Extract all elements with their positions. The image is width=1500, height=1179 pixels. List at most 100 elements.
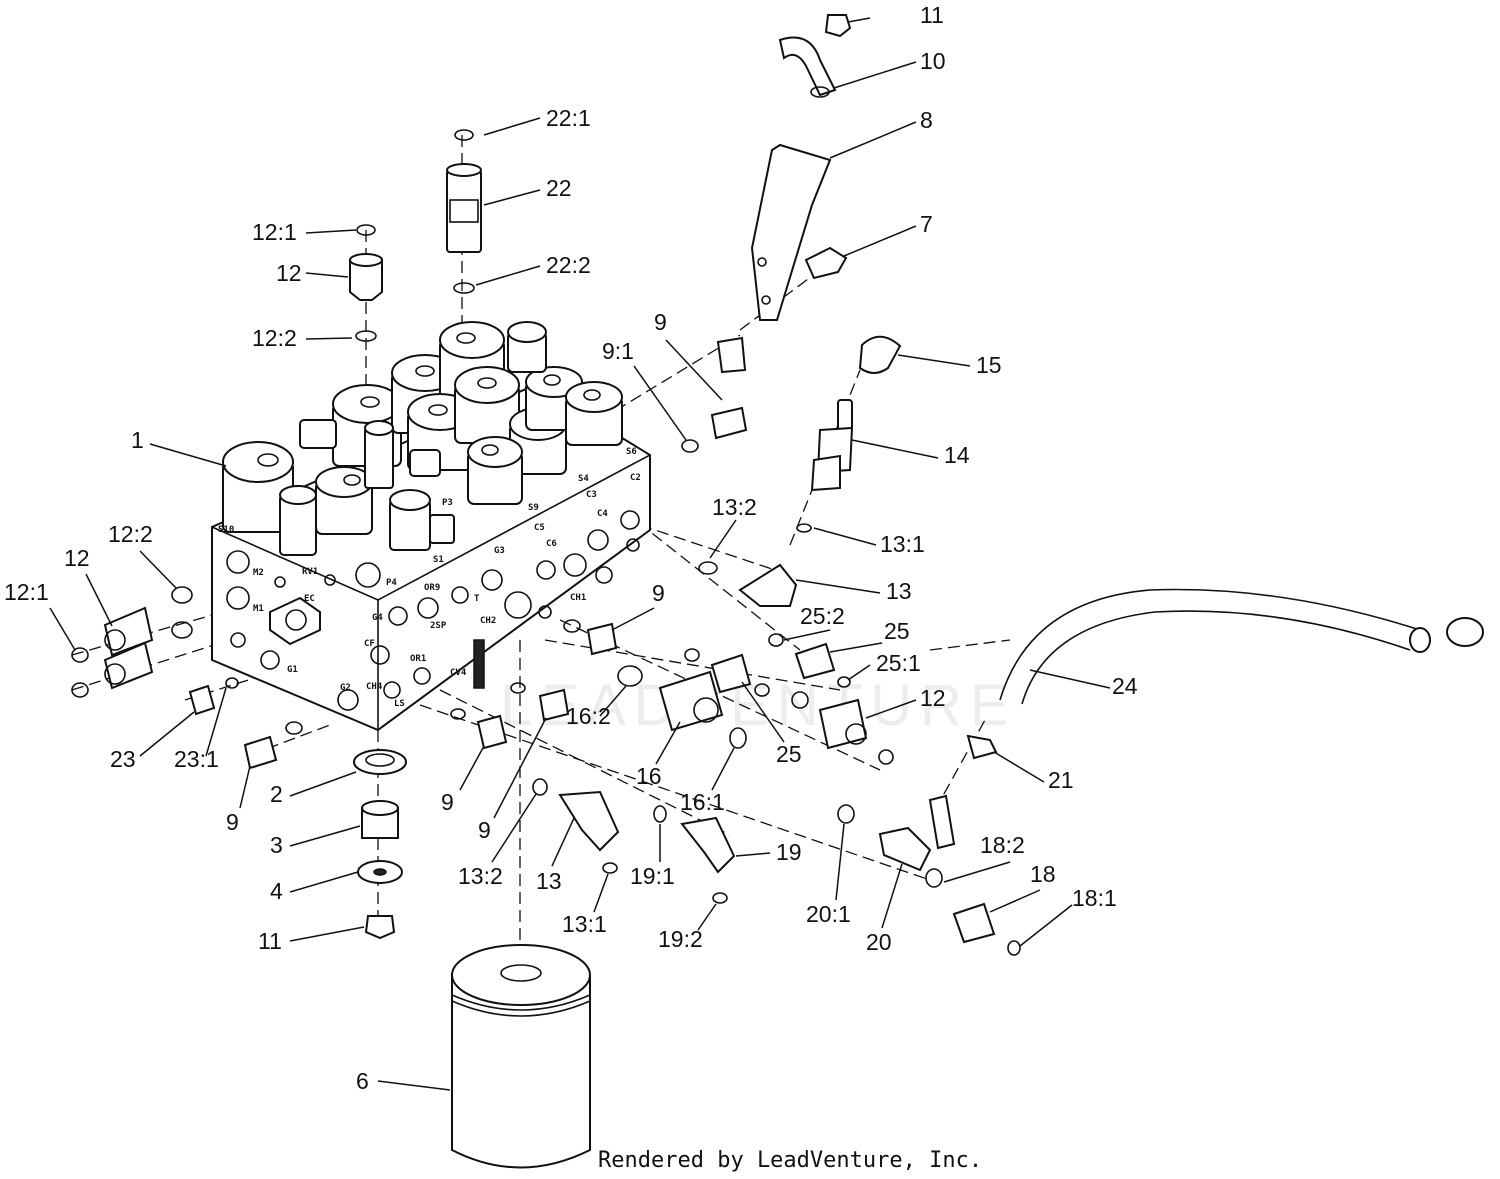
callout-c-11-top: 11 bbox=[920, 2, 944, 28]
o-ring-25-1 bbox=[837, 676, 851, 688]
callout-c-21: 21 bbox=[1048, 767, 1074, 793]
o-ring-12-1-a bbox=[71, 647, 89, 663]
callout-c-9-1: 9:1 bbox=[602, 338, 634, 364]
o-ring-25-2 bbox=[768, 633, 784, 647]
plug-part-9-top bbox=[710, 406, 748, 440]
callout-c-9-b: 9 bbox=[226, 809, 239, 835]
o-ring-12-2-b bbox=[171, 621, 193, 639]
callout-c-14: 14 bbox=[944, 442, 970, 468]
washer-part-2 bbox=[353, 749, 407, 775]
port-label-p-m2: M2 bbox=[253, 568, 264, 578]
port-label-p-2sp: 2SP bbox=[430, 621, 447, 631]
callout-c-13-2-top: 13:2 bbox=[712, 494, 757, 520]
cartridge-p3 bbox=[364, 427, 394, 489]
left-fittings bbox=[71, 586, 303, 770]
check-valve-22 bbox=[446, 169, 482, 253]
callout-c-11-low: 11 bbox=[258, 928, 282, 954]
callout-c-12-right: 12 bbox=[920, 685, 946, 711]
o-ring-19-2 bbox=[712, 892, 728, 904]
o-ring-12-2-a bbox=[171, 586, 193, 604]
callout-c-25-1: 25:1 bbox=[876, 650, 921, 676]
port-label-p-or9: OR9 bbox=[424, 583, 440, 593]
plug-part-9-left bbox=[243, 735, 278, 770]
coil-10 bbox=[467, 436, 523, 505]
coil-1 bbox=[222, 441, 294, 533]
o-ring-9-1 bbox=[681, 439, 699, 453]
callout-c-9-c: 9 bbox=[478, 817, 491, 843]
solenoid-coils bbox=[222, 321, 623, 556]
callout-c-13-right: 13 bbox=[886, 578, 912, 604]
port-label-p-m1: M1 bbox=[253, 604, 264, 614]
watermark-text: LEADVENTURE bbox=[500, 673, 1017, 738]
dust-cap-part-15 bbox=[858, 335, 902, 374]
callout-c-19-2: 19:2 bbox=[658, 926, 703, 952]
port-label-p-ch4: CH4 bbox=[366, 682, 383, 692]
port-label-p-ch2: CH2 bbox=[480, 616, 496, 626]
port-label-p-cv4: CV4 bbox=[450, 668, 467, 678]
port-label-p-c4: C4 bbox=[597, 509, 608, 519]
callout-c-6: 6 bbox=[356, 1068, 369, 1094]
callout-c-18-2: 18:2 bbox=[980, 832, 1025, 858]
port-label-p-p4: P4 bbox=[386, 578, 397, 588]
bracket-assembly bbox=[716, 14, 852, 374]
callout-c-13-2-low: 13:2 bbox=[458, 863, 503, 889]
elbow-part-20 bbox=[878, 826, 932, 872]
o-ring-12-1-b bbox=[71, 682, 89, 698]
port-label-p-g3: G3 bbox=[494, 546, 505, 556]
elbow-part-19 bbox=[680, 816, 736, 874]
port-label-p-s4: S4 bbox=[578, 474, 589, 484]
fitting-part-18 bbox=[952, 902, 996, 944]
port-label-p-g2: G2 bbox=[340, 683, 351, 693]
port-label-p-ch1: CH1 bbox=[570, 593, 586, 603]
callout-c-22-1: 22:1 bbox=[546, 105, 591, 131]
coupler-assembly bbox=[681, 335, 902, 607]
coupler-part-14 bbox=[837, 399, 853, 431]
o-ring-20-1 bbox=[837, 804, 855, 824]
callout-c-16-2: 16:2 bbox=[566, 703, 611, 729]
callout-c-13-low: 13 bbox=[536, 868, 562, 894]
o-ring-22-1 bbox=[454, 129, 474, 141]
callout-c-8: 8 bbox=[920, 107, 933, 133]
o-ring-18-1 bbox=[1007, 940, 1021, 956]
callout-c-19-1: 19:1 bbox=[630, 863, 675, 889]
o-ring-12-1-top bbox=[356, 224, 376, 236]
callout-c-7: 7 bbox=[920, 211, 933, 237]
o-ring-13-1-top bbox=[796, 523, 812, 533]
callout-c-3: 3 bbox=[270, 832, 283, 858]
callout-c-9-top: 9 bbox=[654, 309, 667, 335]
port-label-p-c5: C5 bbox=[534, 523, 545, 533]
callout-c-18-1: 18:1 bbox=[1072, 885, 1117, 911]
port-label-p-g4: G4 bbox=[372, 613, 383, 623]
plug-part-9-c bbox=[538, 688, 570, 722]
hose-clamp bbox=[1446, 617, 1484, 647]
callout-c-25-low: 25 bbox=[776, 741, 802, 767]
callout-c-22: 22 bbox=[546, 175, 572, 201]
rendered-by-credit: Rendered by LeadVenture, Inc. bbox=[598, 1148, 982, 1173]
elbow-part-13-top bbox=[738, 563, 798, 607]
bolt-part-7 bbox=[804, 246, 848, 280]
port-label-p-rv1: RV1 bbox=[302, 567, 318, 577]
port-labels: S10M2M1ECRV1P4S1G1G2G4CFCH4LSOR1OR92SPCV… bbox=[218, 447, 641, 709]
callout-c-16: 16 bbox=[636, 763, 662, 789]
clamp-part-21 bbox=[966, 734, 998, 760]
nut-part-11-top bbox=[824, 14, 852, 38]
callout-c-1: 1 bbox=[131, 427, 144, 453]
o-ring-16-1 bbox=[729, 727, 747, 749]
callout-c-10: 10 bbox=[920, 48, 946, 74]
fittings-top bbox=[349, 129, 482, 342]
callout-c-12-2-top: 12:2 bbox=[252, 325, 297, 351]
clamp-part-10 bbox=[778, 36, 837, 97]
elbow-part-13-low bbox=[558, 790, 620, 852]
callout-c-12-2-left: 12:2 bbox=[108, 521, 153, 547]
connector-plug bbox=[429, 514, 455, 544]
callout-c-12-1-left: 12:1 bbox=[4, 579, 49, 605]
callout-c-2: 2 bbox=[270, 781, 283, 807]
port-label-p-t: T bbox=[474, 594, 480, 604]
port-label-p-c3: C3 bbox=[586, 490, 597, 500]
callout-c-9-mid: 9 bbox=[652, 580, 665, 606]
o-ring-12-2-top bbox=[355, 330, 377, 342]
o-ring-22-2 bbox=[453, 282, 475, 294]
fitting-part-16 bbox=[658, 670, 724, 732]
